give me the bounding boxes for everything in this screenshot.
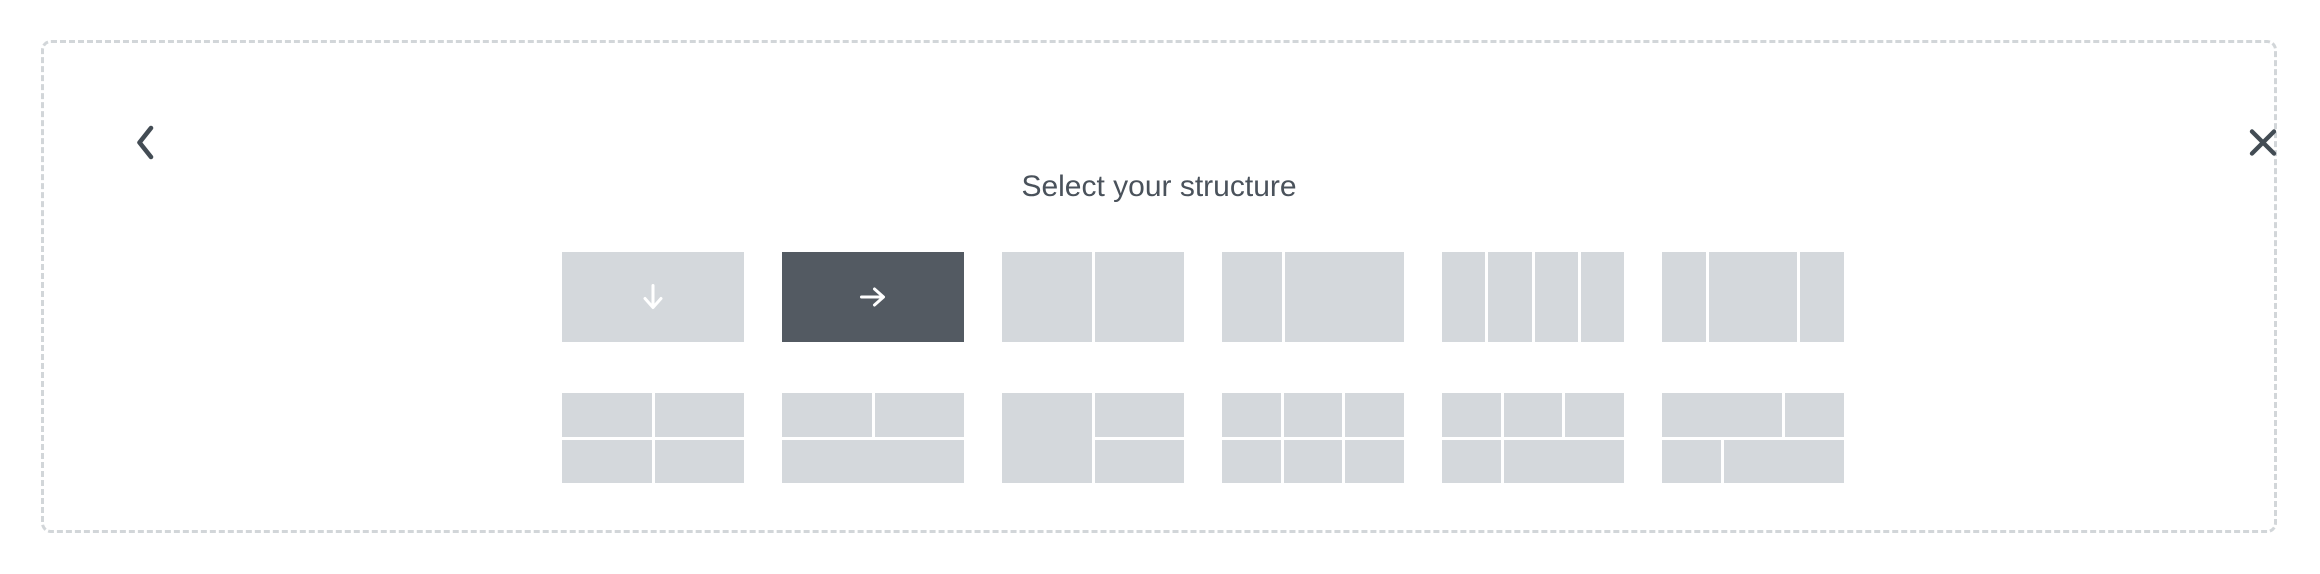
structure-one-beside-two[interactable] [1002,393,1184,483]
structure-cell [782,252,964,342]
structure-three-columns-narrow-wide-narrow[interactable] [1662,252,1844,342]
structure-four-columns[interactable] [1442,252,1624,342]
close-icon [2248,127,2278,158]
structure-two-columns-narrow-wide[interactable] [1222,252,1404,342]
tile-layout-preview [1662,252,1844,342]
tile-layout-preview [1002,393,1184,483]
tile-layout-preview [562,252,744,342]
page-title: Select your structure [1021,170,1297,203]
structure-grid-3x2[interactable] [1222,393,1404,483]
back-button[interactable] [133,124,157,161]
structure-cell [1662,439,1721,483]
structure-cell [1094,252,1184,342]
structure-grid-2x2[interactable] [562,393,744,483]
close-button[interactable] [2248,127,2278,158]
structure-cell [1709,252,1797,342]
tile-layout-preview [562,393,744,483]
structure-cell [1580,252,1624,342]
structure-one-column-right[interactable] [782,252,964,342]
structure-three-over-two[interactable] [1442,393,1624,483]
structure-select-panel: Select your structure [41,40,2277,533]
structure-cell [1283,439,1343,483]
structure-cell [654,439,744,483]
tile-layout-preview [782,393,964,483]
structure-cell [1222,393,1281,437]
structure-cell [782,393,872,437]
tile-layout-preview [1662,393,1844,483]
structure-cell [1094,439,1184,483]
structure-cell [1442,252,1486,342]
structures-row [562,393,1844,483]
structure-cell [1345,393,1404,437]
structure-cell [562,439,652,483]
structure-cell [1442,393,1501,437]
structures-row [562,252,1844,342]
structure-cell [1283,393,1343,437]
structure-two-over-one[interactable] [782,393,964,483]
structures-grid [562,252,1844,483]
structure-cell [1662,252,1706,342]
structure-cell [1662,393,1783,437]
structure-cell [562,393,652,437]
structure-cell [1002,252,1092,342]
tile-layout-preview [1222,393,1404,483]
structure-cell [1345,439,1404,483]
structure-cell [1565,393,1624,437]
structure-cell [1534,252,1578,342]
structure-two-columns[interactable] [1002,252,1184,342]
tile-layout-preview [782,252,964,342]
structure-cell [1094,393,1184,437]
structure-cell [1800,252,1844,342]
structure-cell [1503,393,1563,437]
structure-cell [654,393,744,437]
tile-layout-preview [1002,252,1184,342]
tile-layout-preview [1442,393,1624,483]
structure-staggered-mosaic[interactable] [1662,393,1844,483]
structure-cell [782,439,964,483]
tile-layout-preview [1222,252,1404,342]
structure-one-column-down[interactable] [562,252,744,342]
structure-cell [1222,439,1281,483]
structure-cell [562,252,744,342]
structure-cell [874,393,964,437]
structure-cell [1488,252,1532,342]
tile-layout-preview [1442,252,1624,342]
structure-cell [1723,439,1844,483]
structure-cell [1503,439,1624,483]
chevron-left-icon [133,124,157,161]
structure-cell [1442,439,1501,483]
structure-cell [1785,393,1844,437]
structure-cell [1284,252,1404,342]
structure-cell [1222,252,1282,342]
structure-cell [1002,393,1092,483]
